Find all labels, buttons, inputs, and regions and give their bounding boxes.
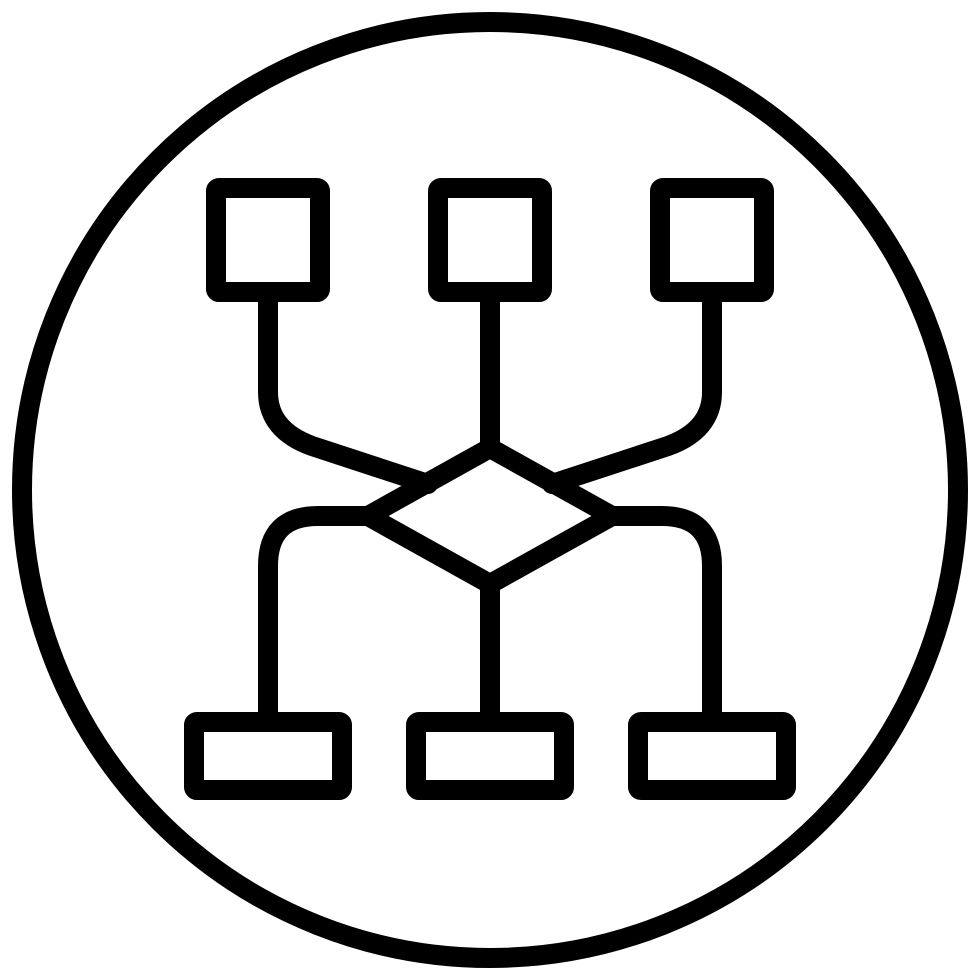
bottom-node-right xyxy=(628,712,796,800)
enclosure-circle xyxy=(12,12,968,968)
connector-top-right xyxy=(542,282,722,494)
top-node-left xyxy=(206,178,330,302)
top-node-center xyxy=(428,178,552,302)
connector-bottom-left xyxy=(258,506,378,732)
top-node-right xyxy=(650,178,774,302)
bottom-node-left xyxy=(184,712,352,800)
connector-bottom-right xyxy=(602,506,722,732)
bottom-node-center xyxy=(406,712,574,800)
connector-top-left xyxy=(258,282,438,494)
